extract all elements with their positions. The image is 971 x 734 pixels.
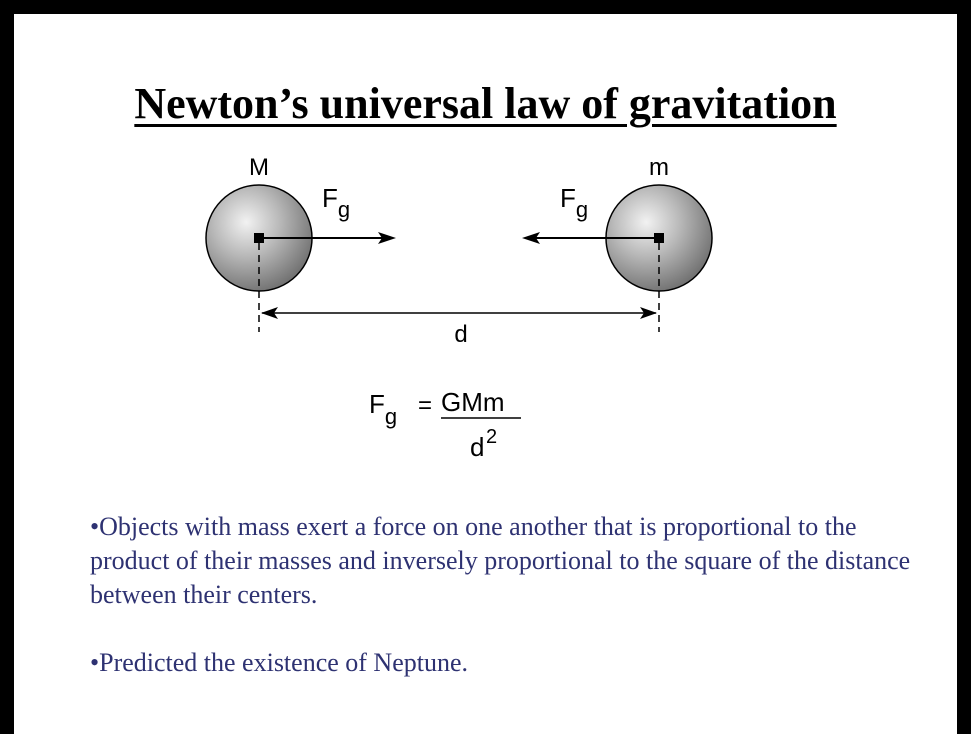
formula-denominator-exponent: 2 bbox=[486, 426, 497, 448]
formula-equals: = bbox=[418, 392, 432, 419]
mass-right-label: m bbox=[649, 154, 669, 181]
bullet-item: •Predicted the existence of Neptune. bbox=[90, 648, 469, 677]
force-arrow-right-head bbox=[522, 232, 540, 244]
mass-right-center bbox=[654, 233, 664, 243]
formula-numerator: GMm bbox=[441, 387, 505, 417]
mass-left-center bbox=[254, 233, 264, 243]
gravitation-formula: Fg = GMm d 2 bbox=[369, 387, 521, 462]
formula-denominator-base: d bbox=[470, 432, 484, 462]
slide-title: Newton’s universal law of gravitation bbox=[134, 79, 837, 128]
distance-arrow-right-head bbox=[640, 307, 657, 319]
distance-label: d bbox=[454, 321, 467, 348]
distance-arrow-left-head bbox=[261, 307, 278, 319]
formula-lhs: Fg bbox=[369, 389, 397, 429]
bullet-list: •Objects with mass exert a force on one … bbox=[90, 510, 920, 680]
force-label-right: Fg bbox=[560, 183, 588, 222]
force-arrow-left-head bbox=[378, 232, 396, 244]
mass-left-label: M bbox=[249, 154, 269, 181]
bullet-item: •Objects with mass exert a force on one … bbox=[90, 512, 911, 609]
force-label-left: Fg bbox=[322, 183, 350, 222]
